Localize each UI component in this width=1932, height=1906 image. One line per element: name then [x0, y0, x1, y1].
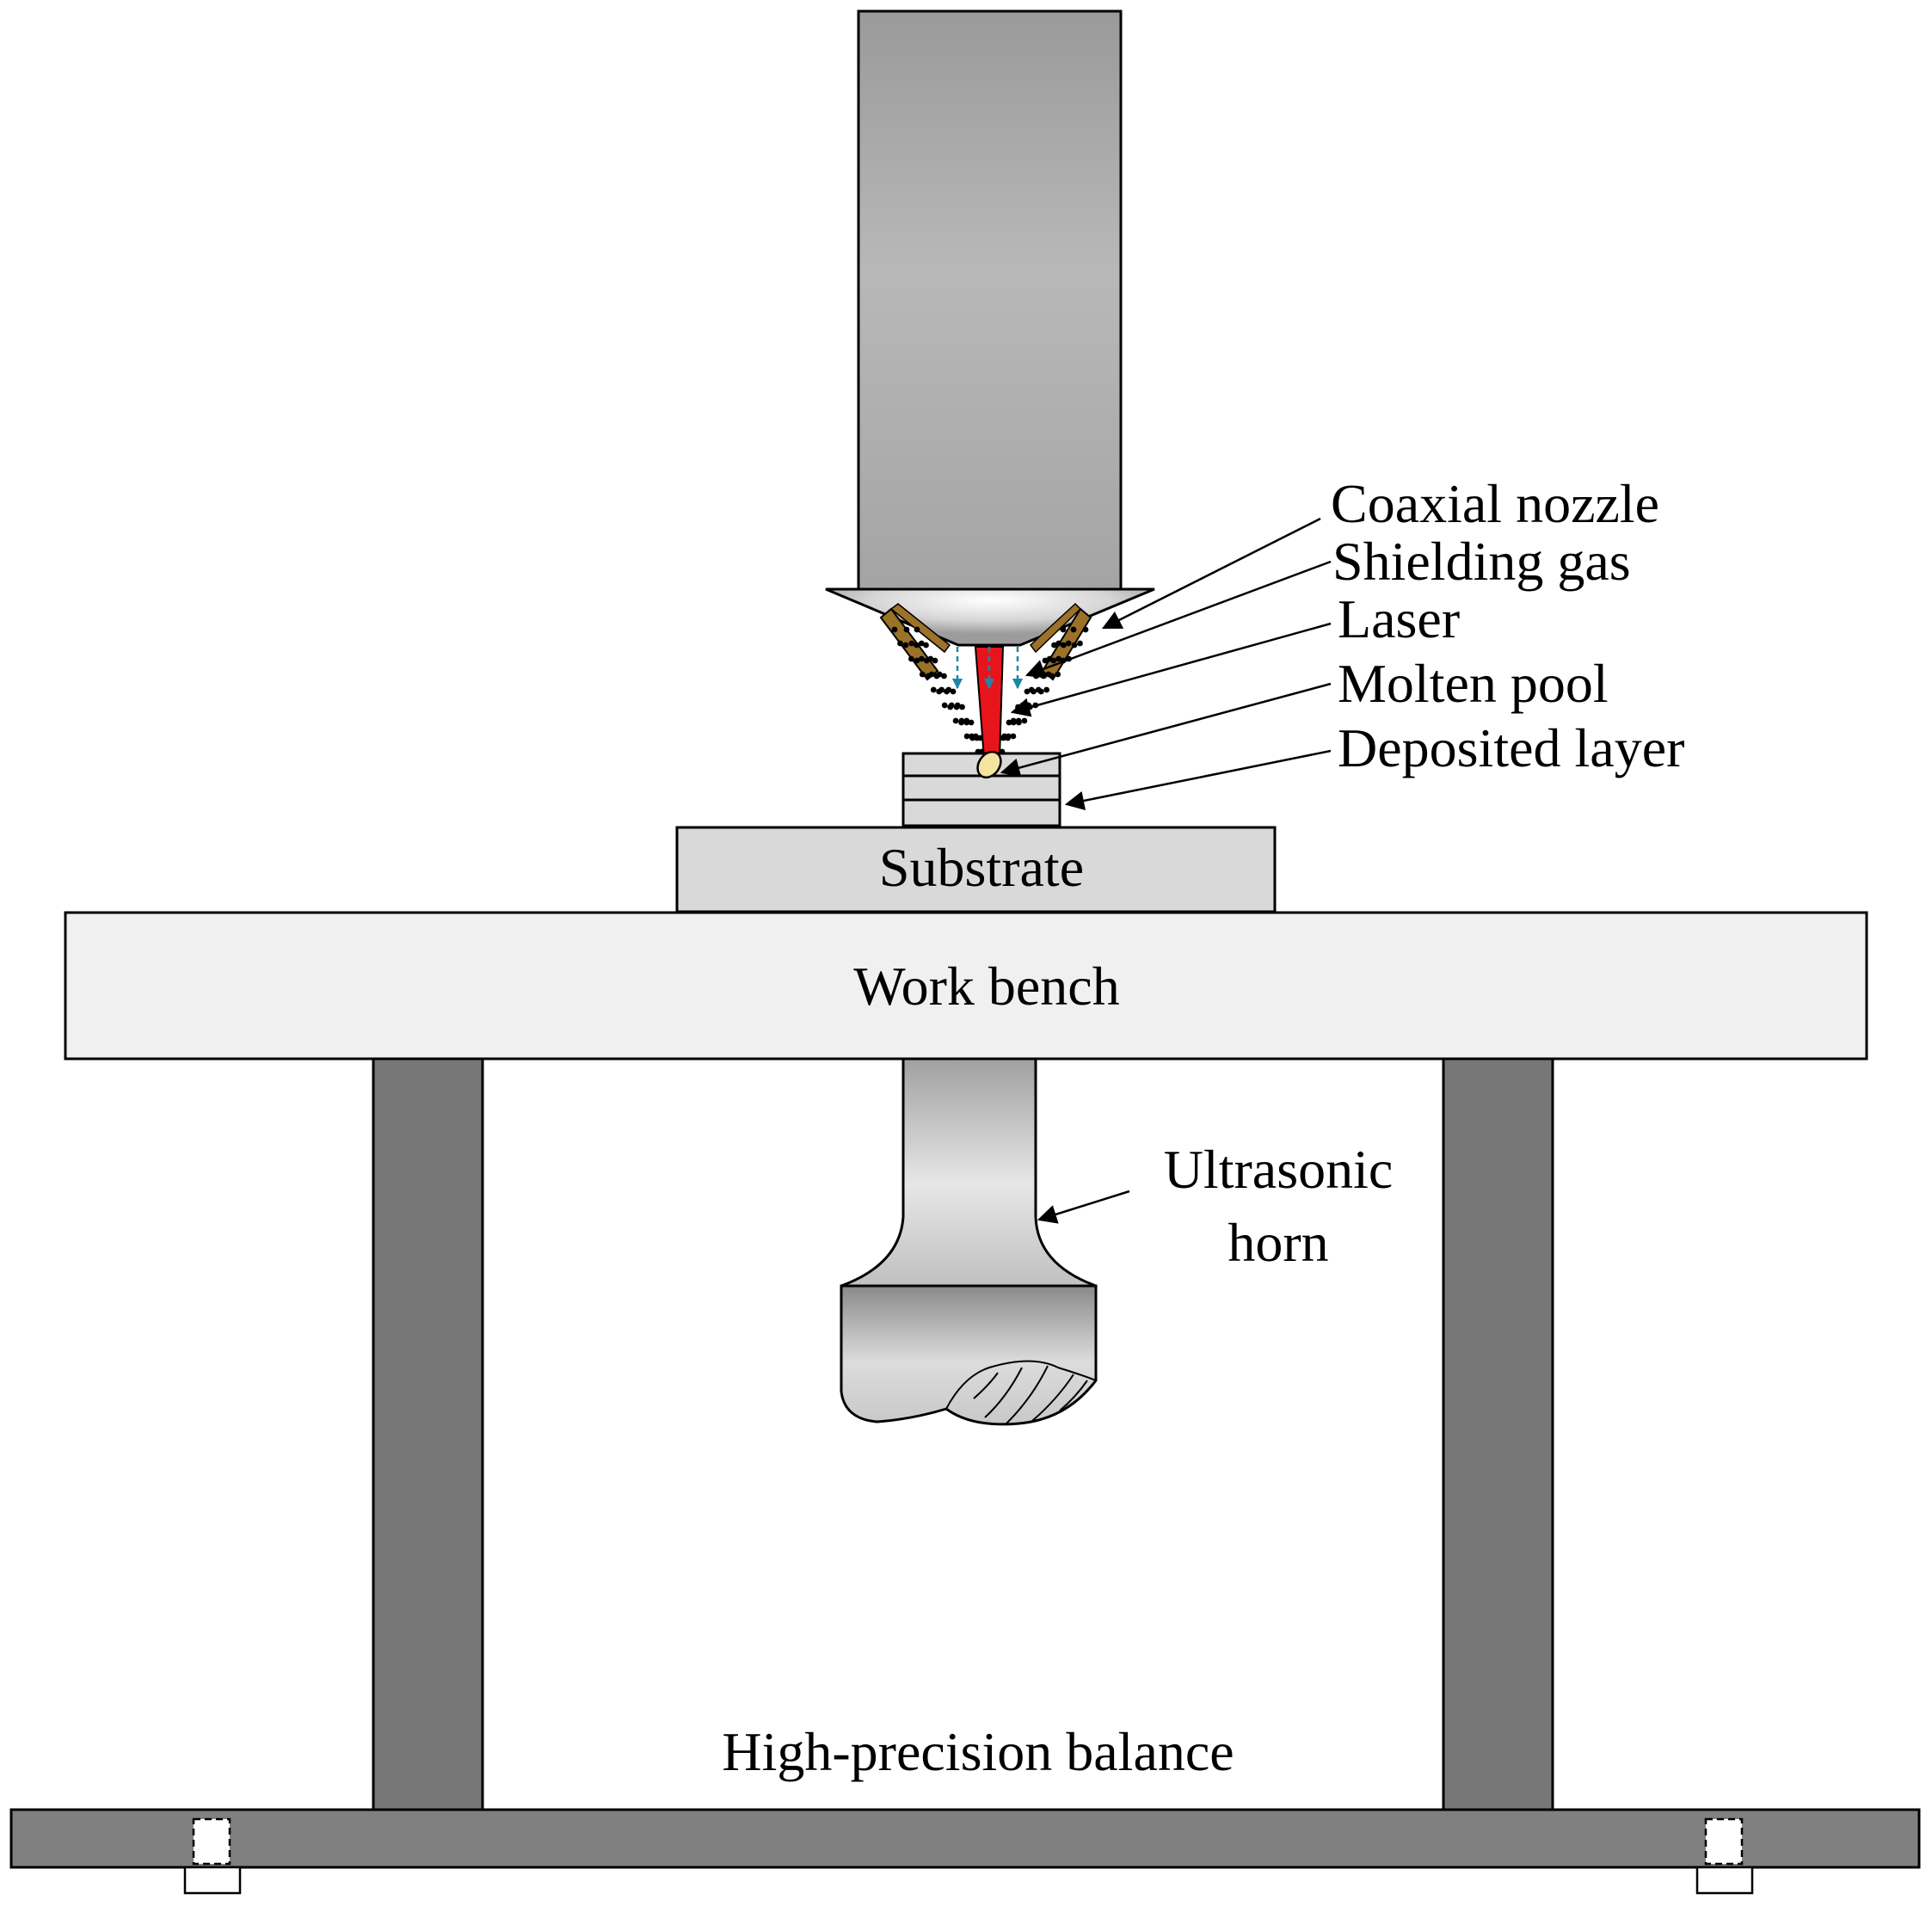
left-leg — [372, 1057, 484, 1811]
deposited-layer-label: Deposited layer — [1338, 717, 1684, 778]
work-bench — [64, 911, 1868, 1061]
work-bench-label: Work bench — [853, 956, 1119, 1017]
balance-base-plate — [9, 1808, 1921, 1869]
ultrasonic-horn-shaft — [840, 1057, 1097, 1288]
coaxial-nozzle-label: Coaxial nozzle — [1331, 473, 1659, 534]
shielding-gas-arrows — [951, 647, 1024, 690]
ultrasonic-horn-head — [840, 1284, 1098, 1426]
coaxial-nozzle — [825, 587, 1155, 647]
laser-label: Laser — [1338, 588, 1460, 649]
balance-label: High-precision balance — [722, 1721, 1234, 1782]
right-leg — [1442, 1057, 1554, 1811]
left-balance-foot — [183, 1817, 242, 1895]
horn-tip-texture — [945, 1360, 1097, 1424]
molten-pool-label: Molten pool — [1338, 653, 1609, 714]
laser-beam — [974, 646, 1005, 759]
molten-pool — [976, 750, 1002, 779]
substrate — [675, 826, 1277, 913]
ultrasonic-horn-label-line2: horn — [1227, 1212, 1328, 1273]
deposited-layer-bottom — [901, 798, 1061, 827]
shielding-gas-label: Shielding gas — [1332, 531, 1631, 592]
laser-head — [857, 9, 1123, 591]
deposited-layer-middle — [901, 774, 1061, 802]
right-balance-foot — [1695, 1817, 1754, 1895]
substrate-label: Substrate — [879, 837, 1084, 898]
callout-arrows — [1000, 517, 1332, 1224]
ultrasonic-horn-label-line1: Ultrasonic — [1164, 1139, 1394, 1200]
